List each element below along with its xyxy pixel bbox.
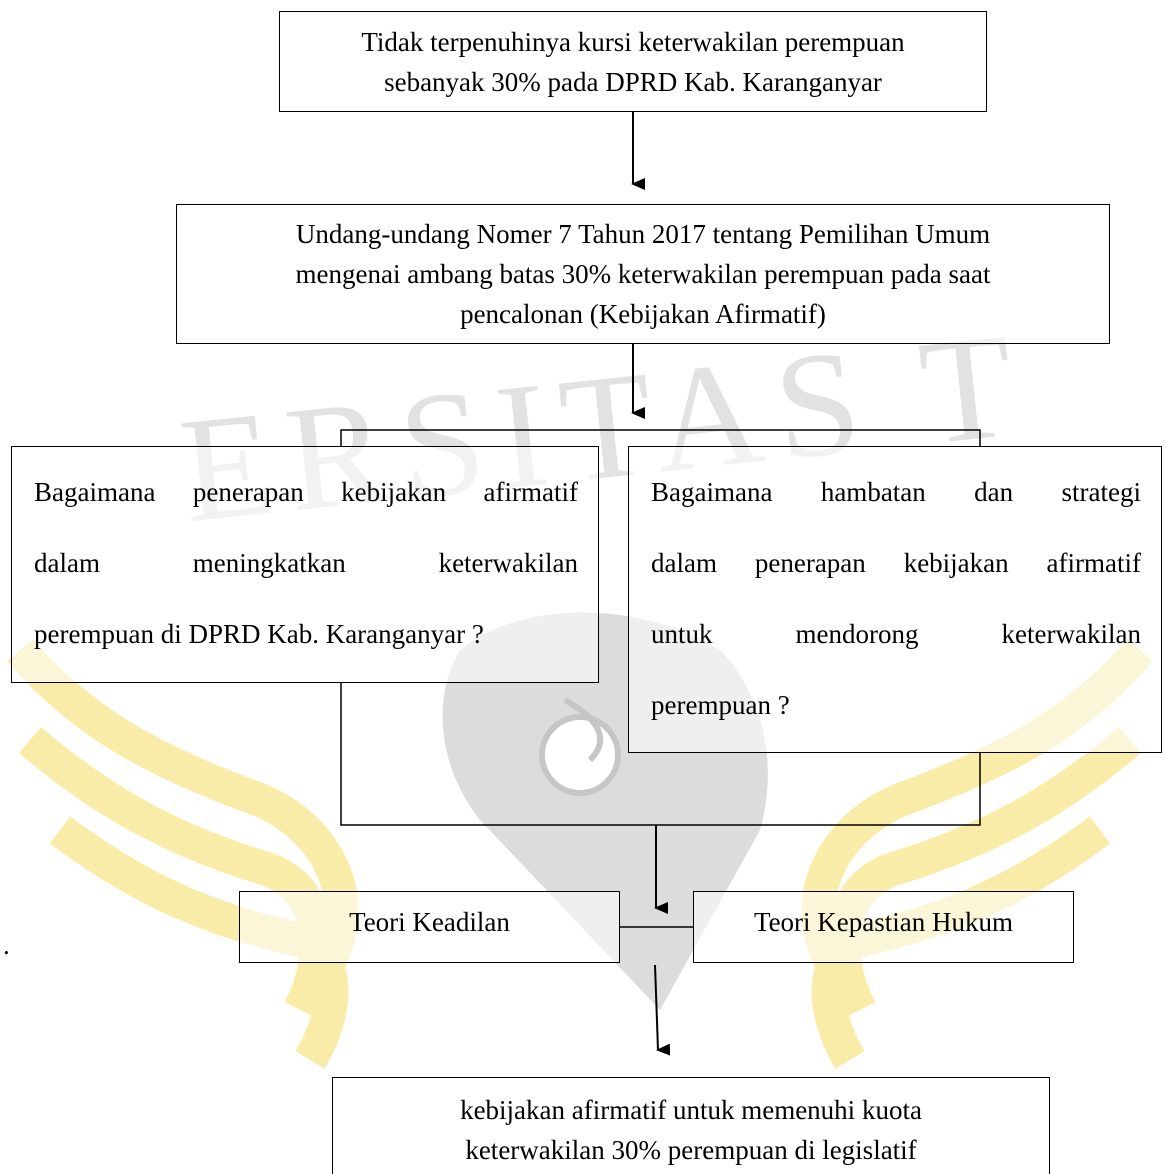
bracket-bottom (340, 682, 981, 826)
theory-box-legal-certainty: Teori Kepastian Hukum (693, 891, 1074, 963)
arrow-theories-to-result (654, 964, 671, 1056)
question-box-1: Bagaimana penerapan kebijakan afirmatif … (11, 446, 599, 683)
result-line-2: keterwakilan 30% perempuan di legislatif (465, 1135, 917, 1165)
question2-line-1: Bagaimana hambatan dan strategi (651, 477, 1141, 507)
law-line-3: pencalonan (Kebijakan Afirmatif) (460, 299, 826, 329)
question2-line-4: perempuan ? (651, 690, 790, 720)
theory-box-justice: Teori Keadilan (239, 891, 620, 963)
bracket-top (340, 429, 981, 446)
question-box-2: Bagaimana hambatan dan strategi dalam pe… (628, 446, 1162, 753)
problem-box: Tidak terpenuhinya kursi keterwakilan pe… (279, 11, 987, 112)
question1-line-3: perempuan di DPRD Kab. Karanganyar ? (34, 619, 484, 649)
result-box: kebijakan afirmatif untuk memenuhi kuota… (332, 1077, 1050, 1174)
theory-justice-label: Teori Keadilan (349, 907, 510, 937)
question2-line-3: untuk mendorong keterwakilan (651, 619, 1141, 649)
law-line-2: mengenai ambang batas 30% keterwakilan p… (295, 259, 991, 289)
problem-line-1: Tidak terpenuhinya kursi keterwakilan pe… (361, 26, 905, 57)
result-line-1: kebijakan afirmatif untuk memenuhi kuota (460, 1095, 922, 1125)
side-dot: . (3, 930, 10, 960)
question1-line-2: dalam meningkatkan keterwakilan (34, 548, 578, 578)
question2-line-2: dalam penerapan kebijakan afirmatif (651, 548, 1141, 578)
problem-line-2: sebanyak 30% pada DPRD Kab. Karanganyar (384, 66, 882, 97)
law-box: Undang-undang Nomer 7 Tahun 2017 tentang… (176, 204, 1110, 344)
question1-line-1: Bagaimana penerapan kebijakan afirmatif (34, 477, 578, 507)
theory-legal-certainty-label: Teori Kepastian Hukum (753, 907, 1014, 937)
law-line-1: Undang-undang Nomer 7 Tahun 2017 tentang… (295, 219, 991, 249)
